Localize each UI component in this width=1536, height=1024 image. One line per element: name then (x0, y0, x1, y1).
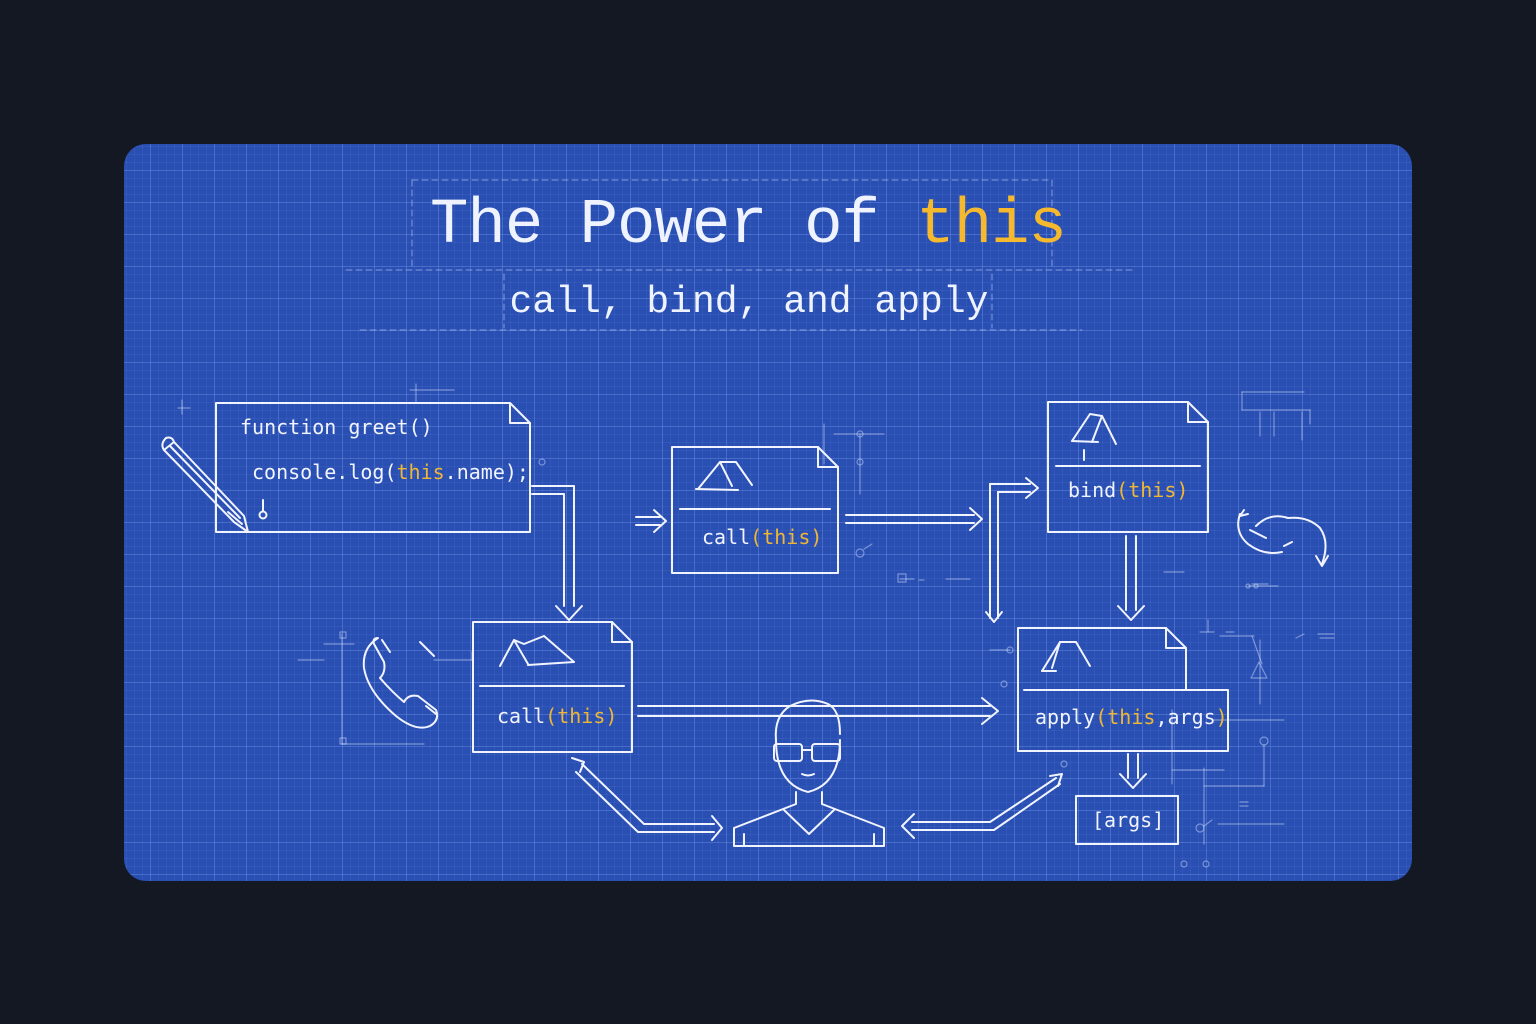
call-top-card-outline (671, 446, 839, 574)
blueprint-board: The Power of this call, bind, and apply … (124, 144, 1412, 881)
arg-this: this (1128, 478, 1177, 502)
arg-this: this (557, 704, 606, 728)
paren-close: ) (605, 704, 618, 728)
pencil-icon-shape (161, 436, 249, 533)
bind-card-outline (1047, 401, 1209, 533)
paren-close: ) (1176, 478, 1189, 502)
apply-label: apply(this,args) (1035, 704, 1228, 730)
arrow-apply-to-args (1119, 753, 1147, 789)
call-top-label: call(this) (702, 524, 822, 550)
paren-open: ( (750, 525, 763, 549)
args-box-outline (1075, 795, 1179, 845)
method-name: call (702, 525, 751, 549)
arrow-bind-down-to-apply (985, 477, 1039, 623)
arg-this: this (762, 525, 811, 549)
arrow-into-call-top (635, 509, 667, 533)
cycle-arrows-icon (1232, 506, 1332, 570)
page-subtitle: call, bind, and apply (509, 281, 989, 324)
paren-open: ( (545, 704, 558, 728)
arrow-call-top-to-bind (845, 507, 983, 531)
code-this-keyword: this (396, 460, 445, 484)
method-name: apply (1035, 705, 1096, 729)
args-label: [args] (1092, 808, 1165, 832)
code-name-suffix: .name); (444, 460, 529, 484)
title-text: The Power of (430, 190, 917, 262)
code-card-outline (215, 402, 531, 533)
call-bottom-card-outline (472, 621, 633, 753)
arrow-apply-person (901, 773, 1063, 839)
paren-close: ) (810, 525, 823, 549)
arrow-call-bottom-person (571, 757, 723, 841)
arrow-bind-to-apply (1117, 535, 1145, 621)
code-console-log: console.log( (252, 460, 397, 484)
title-guides (345, 179, 1135, 331)
phone-icon-shape (362, 637, 439, 729)
method-name: call (497, 704, 546, 728)
title-keyword: this (916, 190, 1067, 262)
cycle-arrows-icon-shape (1237, 509, 1329, 567)
person-icon (732, 696, 886, 848)
comma: , (1155, 705, 1168, 729)
diagram-canvas (161, 179, 1335, 868)
apply-card-outline (1017, 627, 1229, 752)
paren-open: ( (1116, 478, 1129, 502)
pencil-icon (160, 434, 252, 536)
paren-close: ) (1215, 705, 1228, 729)
page-title: The Power of this (430, 188, 1067, 264)
phone-icon (360, 634, 442, 730)
person-icon-shape (733, 699, 885, 847)
bind-label: bind(this) (1068, 477, 1188, 503)
code-line-function: function greet() (240, 415, 433, 439)
code-line-console: console.log(this.name); (252, 459, 529, 485)
arrow-code-to-call-bottom (531, 485, 583, 621)
call-bottom-label: call(this) (497, 703, 617, 729)
arrow-call-bottom-to-apply (637, 697, 999, 725)
paren-open: ( (1095, 705, 1108, 729)
arg-this: this (1107, 705, 1156, 729)
arg-args: args (1167, 705, 1216, 729)
method-name: bind (1068, 478, 1117, 502)
decorative-marks (177, 383, 1335, 868)
